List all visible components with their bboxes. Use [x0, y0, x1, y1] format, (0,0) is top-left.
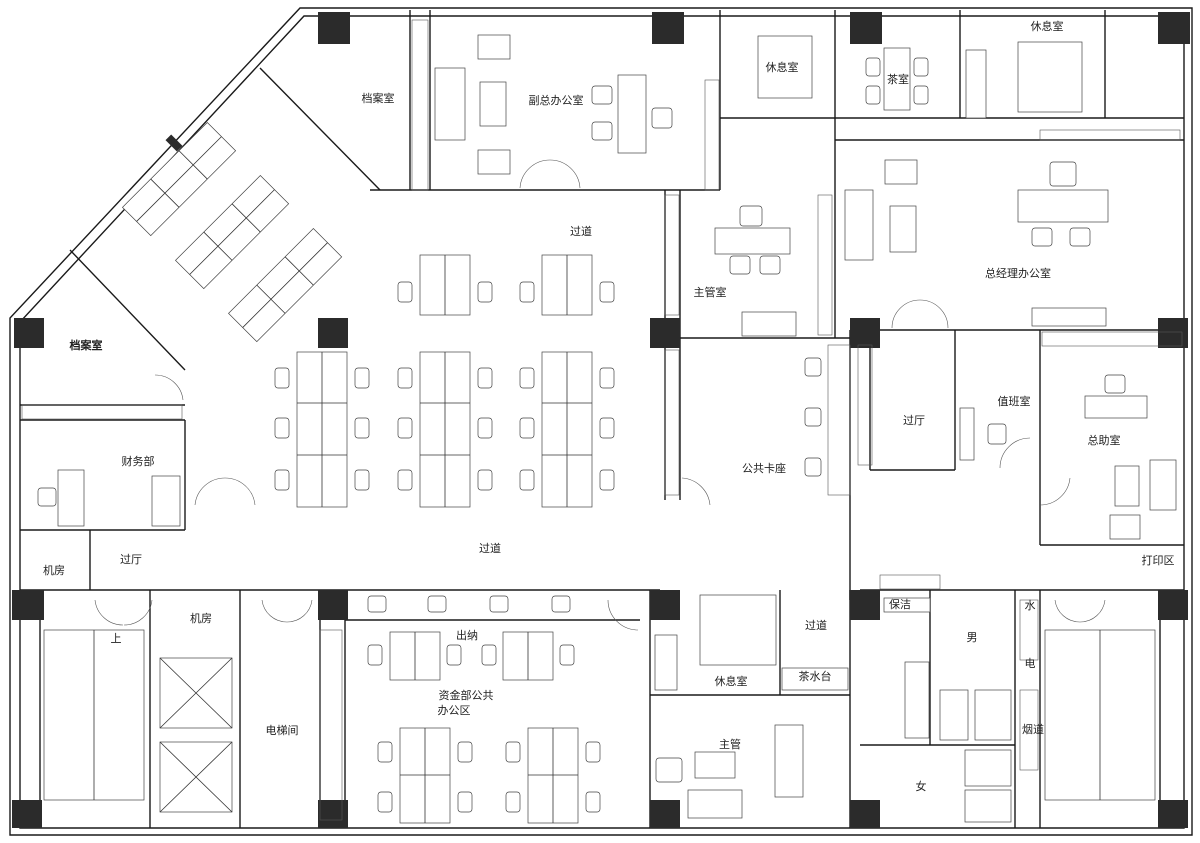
diagonal-workstations: [121, 121, 343, 343]
label-flue: 烟道: [1022, 722, 1044, 736]
partitions: [21, 19, 1183, 821]
label-corridor-mid: 过道: [479, 541, 501, 555]
workstations: [296, 254, 593, 824]
label-archive-top: 档案室: [362, 91, 395, 105]
label-duty-room: 值班室: [998, 394, 1031, 408]
label-water: 水: [1025, 599, 1036, 612]
chairs: [37, 281, 822, 813]
label-server-room-2: 机房: [190, 611, 212, 625]
label-tea-counter: 茶水台: [799, 669, 832, 683]
stairs-right: [1044, 629, 1156, 801]
label-elevator-hall: 电梯间: [266, 724, 299, 737]
label-stairs-up: 上: [111, 632, 122, 645]
label-men: 男: [967, 631, 978, 644]
label-finance: 财务部: [122, 454, 155, 468]
label-lounge-right: 休息室: [1031, 19, 1064, 33]
doors: [94, 159, 1106, 631]
label-cleaning: 保洁: [889, 597, 911, 611]
columns: [12, 12, 1190, 828]
label-electric: 电: [1025, 657, 1036, 670]
office-furniture: [43, 34, 1177, 823]
label-treasury-line2: 办公区: [438, 704, 471, 717]
label-server-room-left: 机房: [43, 563, 65, 577]
label-assistant-office: 总助室: [1088, 433, 1121, 447]
label-women: 女: [916, 779, 927, 793]
label-treasury-line1: 资金部公共: [439, 688, 494, 702]
label-print-area: 打印区: [1142, 553, 1175, 567]
label-gm-office: 总经理办公室: [985, 266, 1051, 280]
label-archive-left: 档案室: [70, 338, 103, 352]
label-vestibule-left: 过厅: [120, 553, 142, 566]
label-lounge-bottom: 休息室: [715, 674, 748, 688]
label-public-seating: 公共卡座: [742, 461, 786, 475]
stairs-left: [43, 629, 145, 801]
label-cashier: 出纳: [456, 628, 478, 642]
label-corridor-small: 过道: [805, 618, 827, 632]
label-manager: 主管: [719, 737, 741, 751]
label-corridor-top: 过道: [570, 224, 592, 238]
label-vestibule-right: 过厅: [903, 414, 925, 427]
label-lounge-mid: 休息室: [766, 60, 799, 74]
room-labels: 档案室 副总办公室 休息室 茶室 休息室 过道 主管室 总经理办公室 档案室 财…: [43, 19, 1175, 793]
label-tea-room: 茶室: [887, 72, 909, 86]
label-vp-office: 副总办公室: [529, 93, 584, 107]
label-supervisor-room: 主管室: [694, 285, 727, 299]
